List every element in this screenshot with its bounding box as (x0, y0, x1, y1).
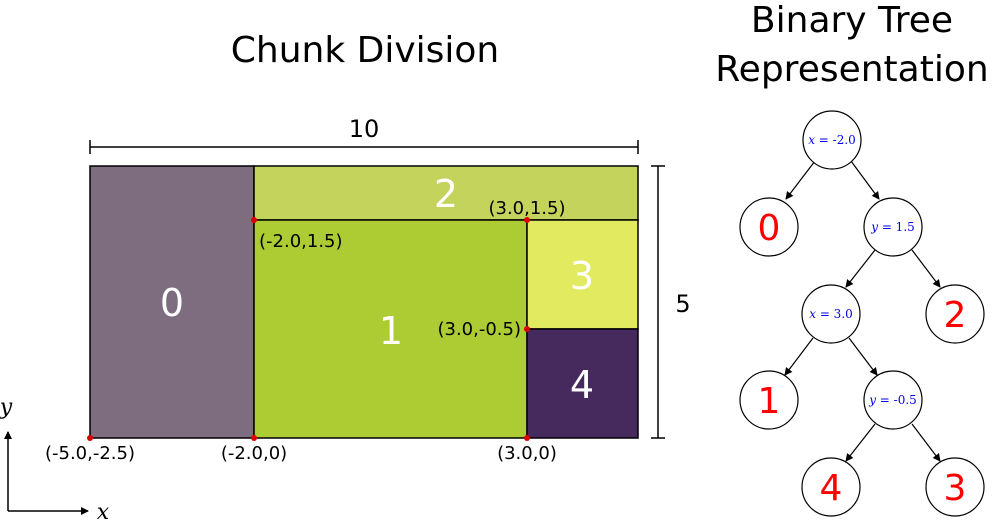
width-label: 10 (349, 115, 380, 143)
chunk-4-label: 4 (570, 363, 594, 407)
tree-edges (784, 160, 941, 462)
point-marker (524, 326, 530, 332)
tree-title-line2: Representation (715, 49, 988, 90)
point-label-m2-0: (-2.0,0) (221, 443, 287, 464)
width-dimension (89, 140, 639, 154)
tree-leaf-1: 1 (739, 370, 799, 430)
svg-text:x = -2.0: x = -2.0 (808, 133, 856, 147)
chunk-division-title: Chunk Division (231, 30, 500, 71)
tree-node-root: x = -2.0 (802, 110, 862, 170)
axis-indicator (4, 431, 89, 515)
tree-node-y-minus-0-5: y = -0.5 (863, 370, 923, 430)
chunk-0 (89, 165, 255, 439)
tree-leaf-2: 2 (925, 284, 985, 344)
chunk-2 (253, 165, 639, 221)
point-markers (87, 217, 530, 441)
chunk-4 (526, 328, 639, 439)
point-label-3-m05: (3.0,-0.5) (437, 319, 521, 340)
point-marker (251, 217, 257, 223)
svg-text:2: 2 (944, 295, 967, 336)
svg-text:y = 1.5: y = 1.5 (870, 220, 915, 234)
point-marker (524, 217, 530, 223)
point-label-m5-m25: (-5.0,-2.5) (45, 443, 135, 464)
chunk-3-label: 3 (570, 254, 594, 298)
svg-text:4: 4 (820, 468, 843, 509)
tree-title-line1: Binary Tree (751, 0, 953, 41)
svg-text:0: 0 (758, 208, 781, 249)
height-label: 5 (675, 290, 690, 318)
tree-leaf-0: 0 (739, 197, 799, 257)
svg-text:1: 1 (758, 381, 781, 422)
point-marker (251, 435, 257, 441)
point-marker (87, 435, 93, 441)
point-marker (524, 435, 530, 441)
point-label-3-15: (3.0,1.5) (488, 198, 565, 219)
svg-text:x = 3.0: x = 3.0 (809, 307, 853, 321)
chunk-3 (526, 219, 639, 330)
tree-leaf-3: 3 (925, 457, 985, 517)
point-label-3-0: (3.0,0) (497, 443, 557, 464)
x-axis-label: x (97, 500, 110, 521)
point-label-m2-15: (-2.0,1.5) (259, 231, 343, 252)
chunk-2-label: 2 (434, 172, 458, 216)
tree-node-x-3-0: x = 3.0 (801, 284, 861, 344)
tree-leaf-4: 4 (801, 457, 861, 517)
chunk-1-label: 1 (379, 309, 403, 353)
tree-node-y-1-5: y = 1.5 (863, 197, 923, 257)
height-dimension (651, 165, 665, 439)
svg-text:3: 3 (944, 468, 967, 509)
y-axis-label: y (0, 395, 13, 420)
chunk-0-label: 0 (160, 281, 184, 325)
svg-text:y = -0.5: y = -0.5 (868, 393, 917, 407)
chunk-1 (253, 219, 528, 439)
